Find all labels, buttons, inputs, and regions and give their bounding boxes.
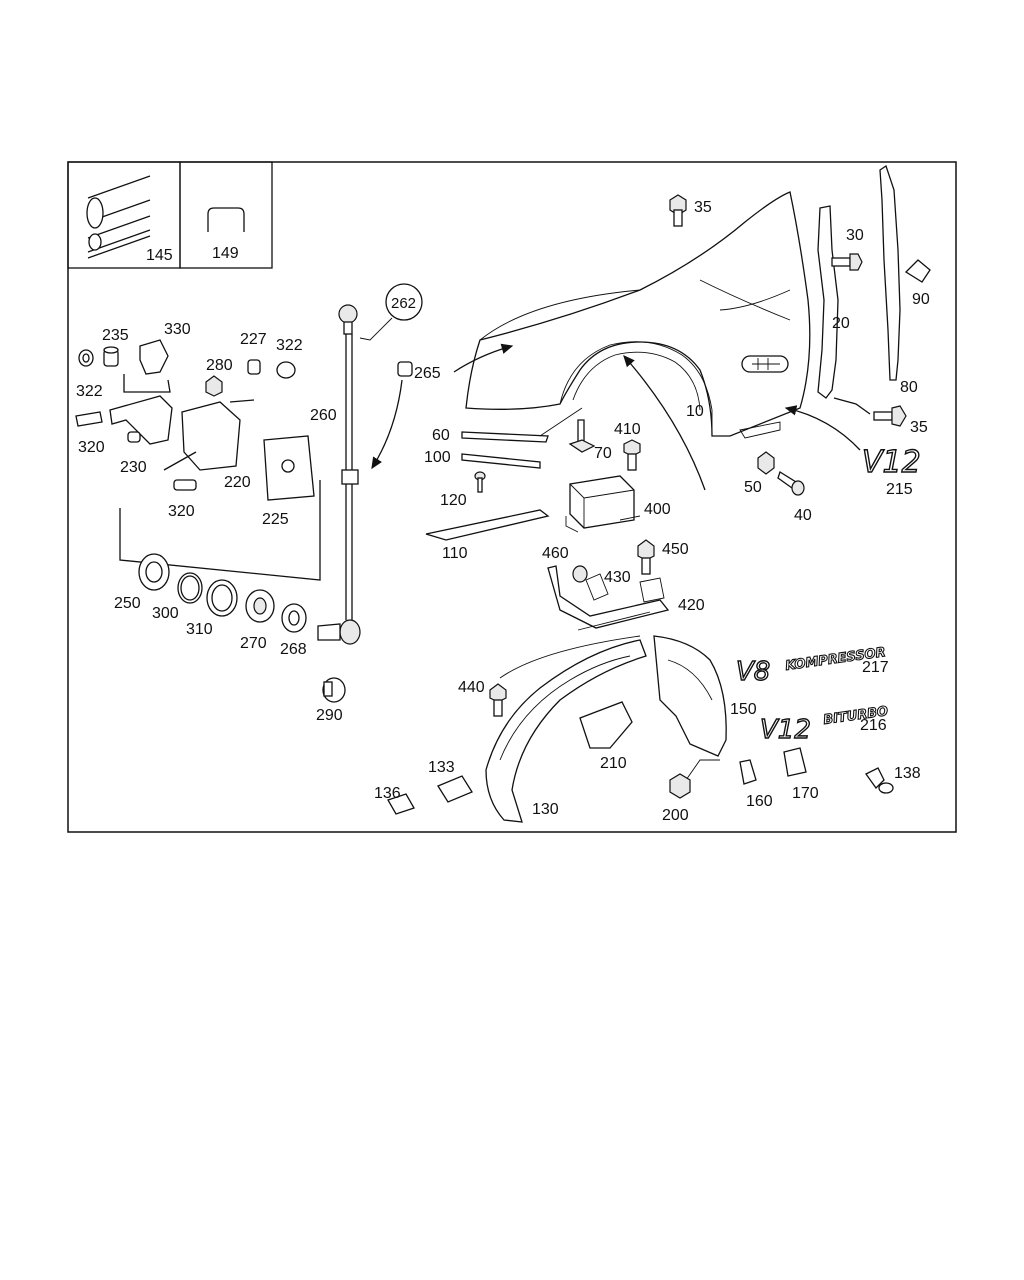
clip-170 bbox=[783, 747, 807, 777]
bolt-410 bbox=[623, 439, 641, 471]
label-430: 430 bbox=[604, 569, 631, 586]
label-227: 227 bbox=[240, 331, 267, 348]
label-150: 150 bbox=[730, 701, 757, 718]
callout-262 bbox=[385, 283, 423, 321]
label-100: 100 bbox=[424, 449, 451, 466]
bracket-420 bbox=[547, 565, 670, 631]
bolt-440 bbox=[489, 635, 641, 717]
label-10: 10 bbox=[686, 403, 704, 420]
label-60: 60 bbox=[432, 427, 450, 444]
label-410: 410 bbox=[614, 421, 641, 438]
label-250: 250 bbox=[114, 595, 141, 612]
label-70: 70 bbox=[594, 445, 612, 462]
label-136: 136 bbox=[374, 785, 401, 802]
svg-text:V12: V12 bbox=[760, 715, 811, 745]
bolt-30 bbox=[831, 253, 863, 271]
label-300: 300 bbox=[152, 605, 179, 622]
label-40: 40 bbox=[794, 507, 812, 524]
inset-box bbox=[67, 161, 273, 269]
nut-50 bbox=[757, 451, 775, 475]
bolt-35-top bbox=[669, 194, 687, 227]
emblem-v12-215: V12 bbox=[862, 445, 921, 480]
label-310: 310 bbox=[186, 621, 213, 638]
label-200: 200 bbox=[662, 807, 689, 824]
label-460: 460 bbox=[542, 545, 569, 562]
cover-210 bbox=[579, 701, 633, 749]
label-265: 265 bbox=[414, 365, 441, 382]
clip-160 bbox=[739, 759, 757, 785]
weatherstrip-part bbox=[86, 175, 151, 259]
label-216: 216 bbox=[860, 717, 887, 734]
label-235: 235 bbox=[102, 327, 129, 344]
label-290: 290 bbox=[316, 707, 343, 724]
fender-part bbox=[465, 191, 811, 439]
label-230: 230 bbox=[120, 459, 147, 476]
label-322-left: 322 bbox=[76, 383, 103, 400]
clip-133 bbox=[437, 775, 473, 803]
label-220: 220 bbox=[224, 474, 251, 491]
screw-40 bbox=[777, 471, 805, 496]
label-133: 133 bbox=[428, 759, 455, 776]
module-400 bbox=[565, 475, 641, 533]
label-322-right: 322 bbox=[276, 337, 303, 354]
bolt-35-right bbox=[833, 397, 907, 427]
label-215: 215 bbox=[886, 481, 913, 498]
label-80: 80 bbox=[900, 379, 918, 396]
svg-text:V8: V8 bbox=[736, 657, 770, 687]
label-320-left: 320 bbox=[78, 439, 105, 456]
strip-80-part bbox=[879, 164, 901, 381]
bolt-450 bbox=[637, 539, 655, 575]
label-170: 170 bbox=[792, 785, 819, 802]
label-217: 217 bbox=[862, 659, 889, 676]
label-35-right: 35 bbox=[910, 419, 928, 436]
strip-60-100 bbox=[461, 407, 583, 469]
part-labels: 145 149 35 30 20 90 80 35 10 50 40 215 6… bbox=[76, 199, 930, 824]
label-420: 420 bbox=[678, 597, 705, 614]
screw-120 bbox=[474, 471, 486, 493]
label-268: 268 bbox=[280, 641, 307, 658]
label-210: 210 bbox=[600, 755, 627, 772]
label-149: 149 bbox=[212, 245, 239, 262]
label-35-top: 35 bbox=[694, 199, 712, 216]
diagram-frame bbox=[67, 161, 957, 833]
hinge-parts-group bbox=[75, 339, 321, 581]
label-110: 110 bbox=[442, 545, 468, 562]
label-320-lower: 320 bbox=[168, 503, 195, 520]
label-20: 20 bbox=[832, 315, 850, 332]
label-400: 400 bbox=[644, 501, 671, 518]
label-160: 160 bbox=[746, 793, 773, 810]
label-440: 440 bbox=[458, 679, 485, 696]
wheel-liner-150 bbox=[653, 635, 727, 757]
clip-136 bbox=[387, 793, 415, 815]
bearing-parts-group bbox=[138, 553, 307, 633]
strip-110-part bbox=[425, 509, 550, 541]
wheel-liner-130 bbox=[485, 639, 647, 823]
label-130: 130 bbox=[532, 801, 559, 818]
label-120: 120 bbox=[440, 492, 467, 509]
label-30: 30 bbox=[846, 227, 864, 244]
nut-200 bbox=[669, 759, 720, 799]
label-50: 50 bbox=[744, 479, 762, 496]
label-330: 330 bbox=[164, 321, 191, 338]
clip-part bbox=[207, 207, 245, 232]
label-450: 450 bbox=[662, 541, 689, 558]
screw-70 bbox=[568, 419, 596, 453]
label-280: 280 bbox=[206, 357, 233, 374]
hood-stay-rod bbox=[317, 304, 413, 703]
label-225: 225 bbox=[262, 511, 289, 528]
clip-90-part bbox=[904, 259, 931, 283]
label-270: 270 bbox=[240, 635, 267, 652]
bracket-20-part bbox=[817, 205, 839, 399]
rivet-138 bbox=[865, 767, 894, 794]
label-138: 138 bbox=[894, 765, 921, 782]
grommet-460 bbox=[572, 565, 588, 583]
label-262: 262 bbox=[391, 295, 416, 312]
label-90: 90 bbox=[912, 291, 930, 308]
label-145: 145 bbox=[146, 247, 173, 264]
label-260: 260 bbox=[310, 407, 337, 424]
